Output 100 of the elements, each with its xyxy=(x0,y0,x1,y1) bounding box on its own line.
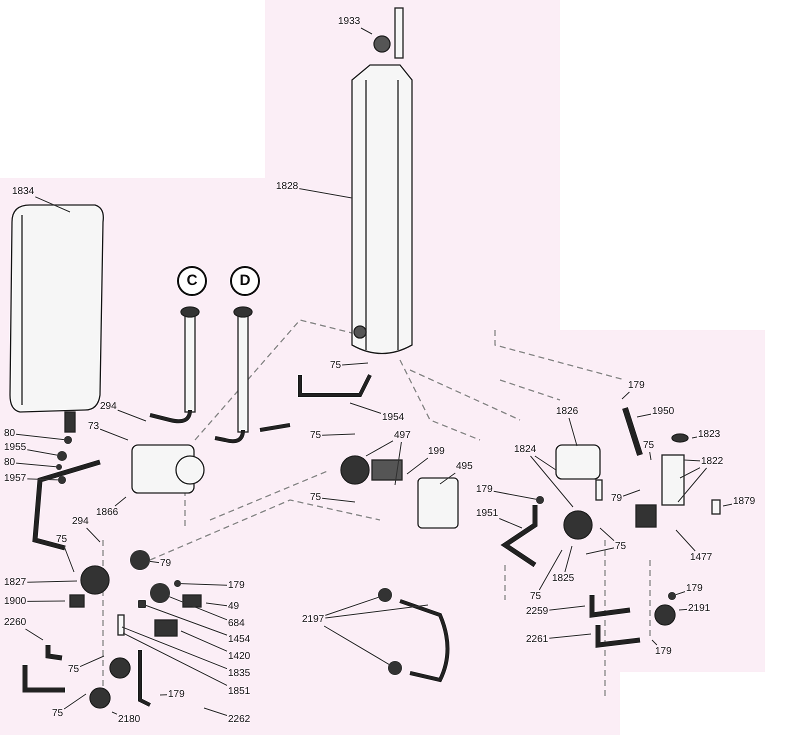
callout-number: 79 xyxy=(611,493,622,504)
callout-number: 75 xyxy=(530,591,542,602)
leader-line xyxy=(622,392,630,400)
leader-line xyxy=(324,604,428,618)
leader-line xyxy=(117,410,146,422)
callout-number: 1951 xyxy=(476,508,498,519)
callout-number: 1822 xyxy=(701,456,724,467)
callout-number: 1823 xyxy=(698,429,720,440)
callout-number: 1933 xyxy=(338,16,360,27)
callout-number: 75 xyxy=(310,430,322,441)
callout-number: 1420 xyxy=(228,651,250,662)
callout-number: 1900 xyxy=(4,596,26,607)
callout-number: 80 xyxy=(4,457,16,468)
leader-line xyxy=(26,449,58,456)
callout-number: 2259 xyxy=(526,606,548,617)
callout-number: 179 xyxy=(628,380,645,391)
leader-line xyxy=(112,712,118,715)
leader-line xyxy=(80,656,104,668)
leader-line xyxy=(16,462,56,468)
callout-number: 495 xyxy=(456,461,473,472)
leader-line xyxy=(678,468,708,502)
leader-line xyxy=(652,640,658,646)
leader-line xyxy=(168,596,228,620)
leader-line xyxy=(26,580,78,583)
leader-line xyxy=(722,504,732,506)
leader-line xyxy=(322,498,356,502)
callout-number: 1825 xyxy=(552,573,574,584)
leader-line xyxy=(64,694,86,710)
leader-line xyxy=(26,478,58,480)
callout-number: 1950 xyxy=(652,406,674,417)
callout-number: 1835 xyxy=(228,668,250,679)
callout-number: 179 xyxy=(168,689,185,700)
callout-number: 2260 xyxy=(4,617,26,628)
callout-number: 684 xyxy=(228,618,245,629)
callout-number: 1827 xyxy=(4,577,26,588)
leader-line xyxy=(636,414,652,418)
leader-line xyxy=(534,456,556,470)
leader-line xyxy=(149,560,160,564)
leader-line xyxy=(564,546,572,572)
leader-line xyxy=(600,528,614,542)
callout-number: 2191 xyxy=(688,603,710,614)
callout-number: 2262 xyxy=(228,714,250,725)
callout-number: 294 xyxy=(100,401,117,412)
leader-line xyxy=(692,436,698,438)
leader-line xyxy=(538,550,562,590)
callout-number: 75 xyxy=(310,492,322,503)
callout-number: 2261 xyxy=(526,634,548,645)
leader-line xyxy=(342,362,368,366)
callout-number: 75 xyxy=(52,708,64,719)
leader-line xyxy=(548,606,586,611)
leader-line xyxy=(678,608,688,610)
callout-number: 1826 xyxy=(556,406,578,417)
leader-line xyxy=(122,632,228,686)
callout-number: 1477 xyxy=(690,552,712,563)
leader-line xyxy=(16,434,64,440)
leader-line xyxy=(180,583,228,586)
leader-line xyxy=(684,460,700,462)
callout-number: 294 xyxy=(72,516,89,527)
callout-number: 49 xyxy=(228,601,240,612)
callout-number: 1851 xyxy=(228,686,250,697)
callout-number: 75 xyxy=(68,664,80,675)
leader-line xyxy=(324,596,379,616)
leader-line xyxy=(145,604,228,636)
leader-line xyxy=(675,591,686,596)
leader-line xyxy=(649,452,652,460)
leader-line xyxy=(406,458,428,474)
callout-number: 179 xyxy=(655,646,672,657)
leader-line xyxy=(366,440,394,456)
leader-line xyxy=(206,602,228,606)
callout-number: 1866 xyxy=(96,507,118,518)
callout-number: 1954 xyxy=(382,412,404,423)
callout-number: 1879 xyxy=(733,496,756,507)
callout-number: 199 xyxy=(428,446,445,457)
callout-number: 179 xyxy=(686,583,703,594)
leader-line xyxy=(440,472,456,484)
leader-line xyxy=(322,434,356,436)
leader-line xyxy=(622,490,640,497)
leader-line xyxy=(394,442,402,486)
callout-number: 1454 xyxy=(228,634,250,645)
leader-line xyxy=(34,196,70,212)
leader-line xyxy=(493,490,537,500)
leader-line xyxy=(160,694,168,696)
leader-line xyxy=(586,547,614,554)
leader-line xyxy=(324,626,390,665)
leader-line xyxy=(122,626,228,670)
leader-line xyxy=(26,600,66,602)
callout-number: 1828 xyxy=(276,181,298,192)
leader-line xyxy=(86,528,100,542)
callout-number: 75 xyxy=(615,541,626,552)
callout-number: 1957 xyxy=(4,473,26,484)
leader-line xyxy=(64,546,74,572)
leader-line xyxy=(350,402,382,414)
callout-number: 80 xyxy=(4,428,16,439)
callout-number: 2197 xyxy=(302,614,324,625)
leader-line xyxy=(298,188,352,198)
leader-line xyxy=(676,530,696,552)
callout-number: 179 xyxy=(228,580,245,591)
leader-line xyxy=(114,496,126,506)
leader-line xyxy=(360,28,372,34)
callout-number: 1834 xyxy=(12,186,34,197)
